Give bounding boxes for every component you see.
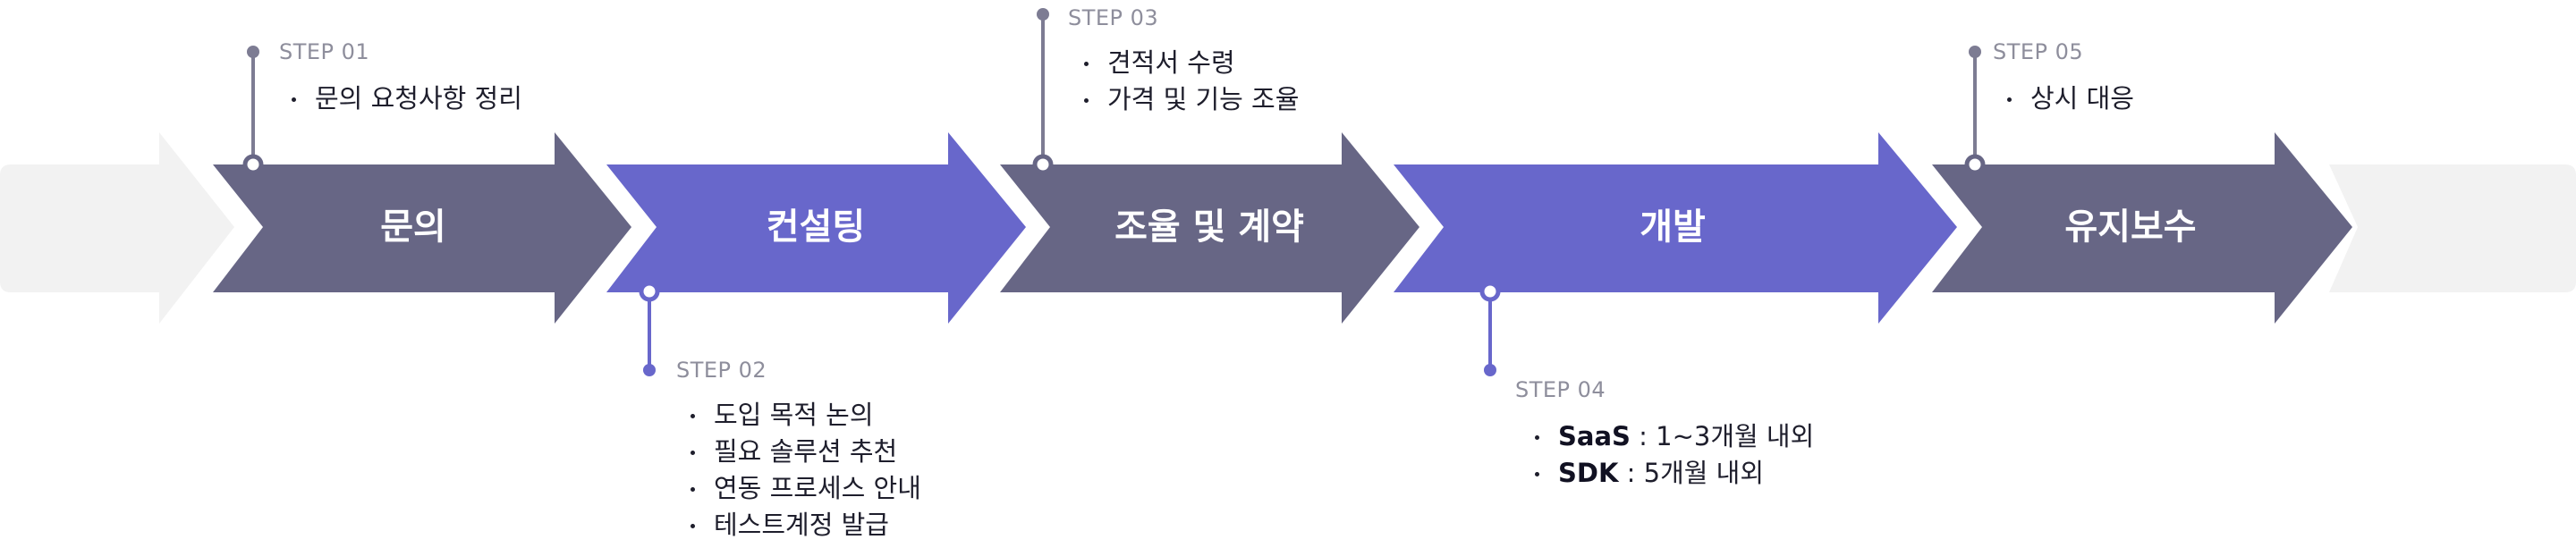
step-04-details: SaaS : 1~3개월 내외 SDK : 5개월 내외	[1530, 418, 1814, 492]
arrow-step-02	[606, 132, 1026, 324]
step-03-details: 견적서 수령 가격 및 기능 조율	[1079, 45, 1299, 118]
sdk-label: SDK	[1558, 458, 1619, 488]
connector-step-05	[1964, 46, 1986, 175]
saas-duration: : 1~3개월 내외	[1630, 421, 1815, 451]
step-01-label: STEP 01	[279, 39, 370, 64]
connector-step-04	[1479, 281, 1501, 376]
track-left	[0, 132, 234, 324]
step-01-title: 문의	[380, 207, 446, 248]
step-05-details: 상시 대응	[2002, 80, 2134, 117]
connector-step-02	[639, 281, 660, 376]
step-03-label: STEP 03	[1068, 5, 1159, 30]
list-item: 가격 및 기능 조율	[1079, 81, 1299, 118]
list-item: 필요 솔루션 추천	[685, 434, 921, 470]
list-item: SaaS : 1~3개월 내외	[1530, 418, 1814, 455]
list-item: 테스트계정 발급	[685, 507, 921, 544]
arrow-step-01	[213, 132, 631, 324]
list-item: 문의 요청사항 정리	[286, 80, 522, 117]
list-item: 상시 대응	[2002, 80, 2134, 117]
list-item: 연동 프로세스 안내	[685, 470, 921, 507]
arrow-step-05	[1932, 132, 2352, 324]
step-04-title: 개발	[1640, 207, 1706, 248]
step-02-title: 컨설팅	[766, 207, 866, 248]
step-05-label: STEP 05	[1993, 39, 2084, 64]
sdk-duration: : 5개월 내외	[1618, 458, 1765, 488]
arrow-step-04	[1394, 132, 1957, 324]
track-right	[2329, 164, 2576, 292]
step-01-details: 문의 요청사항 정리	[286, 80, 522, 117]
arrow-step-03	[1000, 132, 1419, 324]
step-02-details: 도입 목적 논의 필요 솔루션 추천 연동 프로세스 안내 테스트계정 발급	[685, 397, 921, 544]
connector-step-01	[242, 46, 264, 175]
list-item: 견적서 수령	[1079, 45, 1299, 81]
list-item: 도입 목적 논의	[685, 397, 921, 434]
step-03-title: 조율 및 계약	[1114, 207, 1304, 248]
step-02-label: STEP 02	[676, 358, 767, 383]
connector-step-03	[1032, 8, 1054, 175]
step-05-title: 유지보수	[2064, 207, 2197, 248]
step-04-label: STEP 04	[1515, 377, 1606, 402]
saas-label: SaaS	[1558, 421, 1631, 451]
list-item: SDK : 5개월 내외	[1530, 455, 1814, 492]
